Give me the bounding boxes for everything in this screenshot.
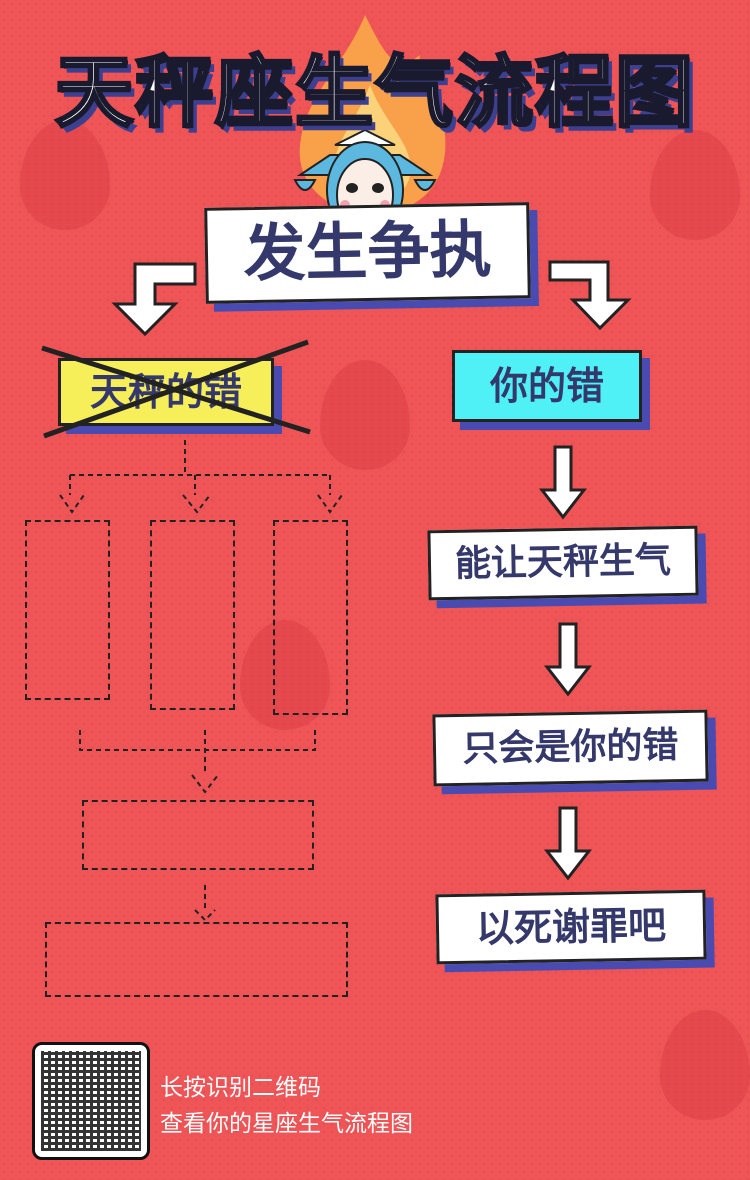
start-box: 发生争执: [204, 202, 531, 304]
empty-box: [273, 520, 348, 715]
dashed-arrows-icon: [59, 440, 343, 922]
step-box-3: 只会是你的错: [432, 709, 709, 787]
footer-line-2: 查看你的星座生气流程图: [160, 1111, 413, 1137]
step-label: 以死谢罪吧: [475, 903, 667, 951]
step-box-2: 能让天秤生气: [427, 525, 699, 601]
arrow-down-icon: [543, 622, 593, 697]
flame-bg-icon: [240, 620, 330, 730]
arrow-down-icon: [543, 806, 593, 881]
step-label: 只会是你的错: [462, 725, 679, 770]
arrow-down-icon: [538, 445, 588, 520]
flame-bg-icon: [660, 1010, 750, 1120]
page-title: 天秤座生气流程图: [53, 47, 695, 140]
empty-box: [25, 520, 110, 700]
footer-line-1: 长按识别二维码: [160, 1075, 321, 1101]
step-label: 你的错: [489, 364, 604, 408]
flame-bg-icon: [20, 120, 110, 230]
arrow-left-branch-icon: [111, 262, 197, 337]
step-label: 能让天秤生气: [454, 540, 672, 585]
flame-bg-icon: [320, 360, 410, 470]
arrow-right-branch-icon: [548, 260, 632, 331]
start-label: 发生争执: [242, 212, 493, 291]
empty-box: [82, 800, 314, 870]
flame-bg-icon: [650, 130, 740, 240]
qr-code[interactable]: [32, 1042, 150, 1160]
step-box-4: 以死谢罪吧: [435, 889, 707, 965]
empty-box: [150, 520, 235, 710]
empty-box: [45, 922, 348, 997]
step-box-1: 你的错: [452, 350, 642, 422]
cross-out-icon: [41, 339, 311, 439]
